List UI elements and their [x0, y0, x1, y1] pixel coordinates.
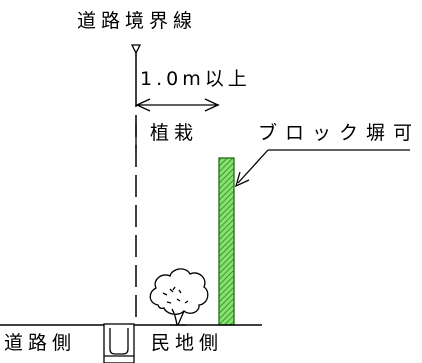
boundary-label: 道路境界線	[77, 10, 198, 32]
private-side-label: 民地側	[151, 332, 224, 354]
block-wall	[218, 157, 235, 326]
road-gutter-icon	[103, 323, 135, 363]
shrub-icon	[149, 268, 209, 326]
dimension-label: 1.0m以上	[140, 68, 251, 90]
road-side-label: 道路側	[4, 332, 77, 354]
down-triangle-icon	[130, 44, 142, 55]
leader-arrow-icon	[234, 149, 410, 188]
dimension-line	[135, 98, 220, 112]
planting-label: 植栽	[150, 122, 199, 144]
block-wall-label: ブロック塀可	[258, 122, 421, 144]
